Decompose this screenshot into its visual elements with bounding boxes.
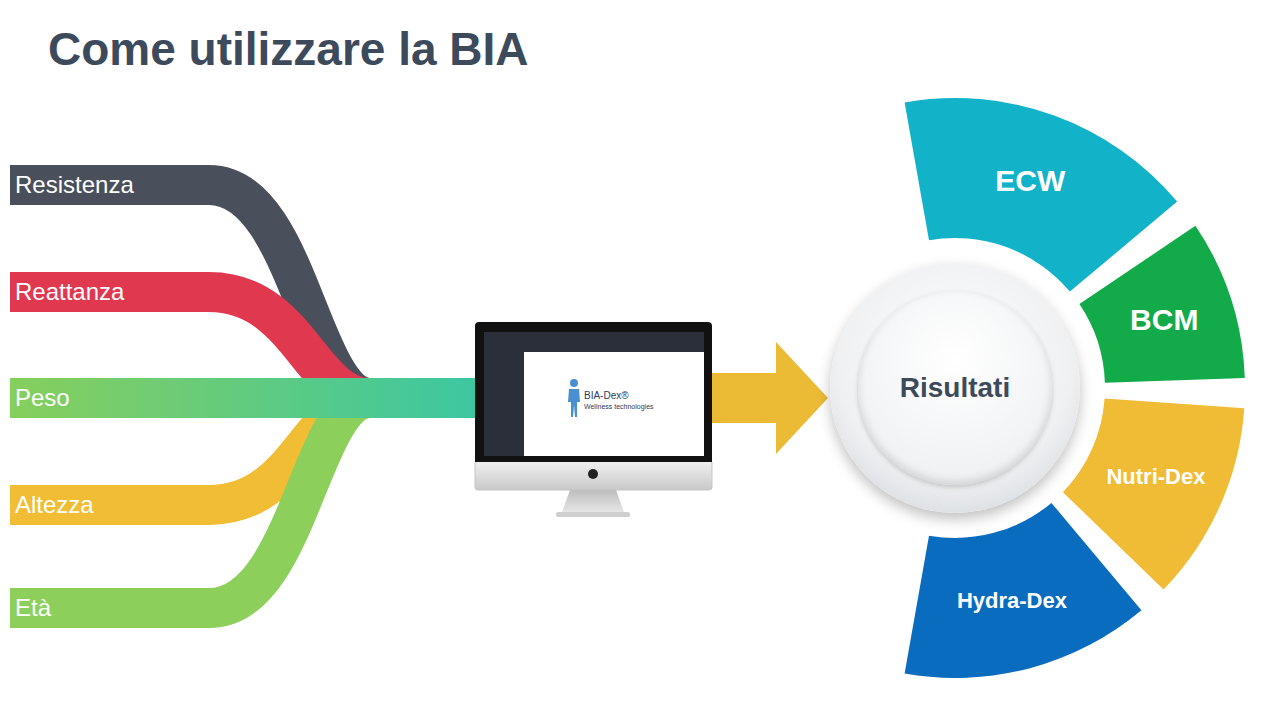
- results-circle: Risultati: [830, 263, 1080, 513]
- label-text: BCM: [1130, 303, 1198, 337]
- label-text: Peso: [15, 378, 182, 418]
- label-text: Risultati: [900, 372, 1010, 404]
- segment-text: ECW: [995, 164, 1065, 198]
- label-text: Wellness technologies: [584, 402, 654, 411]
- flow-arrow: [712, 342, 828, 454]
- label-text: Hydra-Dex: [957, 588, 1067, 614]
- label-text: Altezza: [15, 485, 182, 525]
- input-band: Reattanza: [10, 272, 190, 312]
- input-band: Resistenza: [10, 165, 190, 205]
- segment-fill: [905, 98, 1178, 292]
- input-band: Altezza: [10, 485, 190, 525]
- input-flow: [189, 185, 476, 398]
- result-segment: BCM: [1079, 225, 1245, 383]
- screen-topbar: [524, 332, 704, 352]
- segment-fill: [905, 503, 1142, 678]
- segment-text: Hydra-Dex: [957, 588, 1067, 614]
- label-text: Resistenza: [15, 165, 182, 205]
- screen-area: BIA-Dex®Wellness technologies: [484, 332, 704, 456]
- label-text: BIA-Dex®: [584, 390, 654, 402]
- label-text: ECW: [995, 164, 1065, 198]
- input-band: Peso: [10, 378, 190, 418]
- input-flow: [189, 398, 476, 399]
- input-flow: [189, 398, 476, 608]
- input-flow: [189, 292, 476, 398]
- label-text: Nutri-Dex: [1106, 464, 1205, 490]
- screen-brand: BIA-Dex®Wellness technologies: [584, 390, 654, 411]
- segment-fill: [1079, 226, 1244, 383]
- circle-text: Risultati: [830, 263, 1080, 513]
- input-band: Età: [10, 588, 190, 628]
- screen-sidebar: [484, 332, 524, 456]
- result-segment: Hydra-Dex: [904, 502, 1142, 678]
- title: Come utilizzare la BIA: [48, 22, 529, 76]
- label-text: Reattanza: [15, 272, 182, 312]
- label-text: Età: [15, 588, 182, 628]
- result-segment: ECW: [904, 98, 1178, 292]
- segment-text: BCM: [1130, 303, 1198, 337]
- human-figure: [566, 378, 582, 418]
- segment-text: Nutri-Dex: [1106, 464, 1205, 490]
- monitor-screen: BIA-Dex®Wellness technologies: [475, 322, 712, 462]
